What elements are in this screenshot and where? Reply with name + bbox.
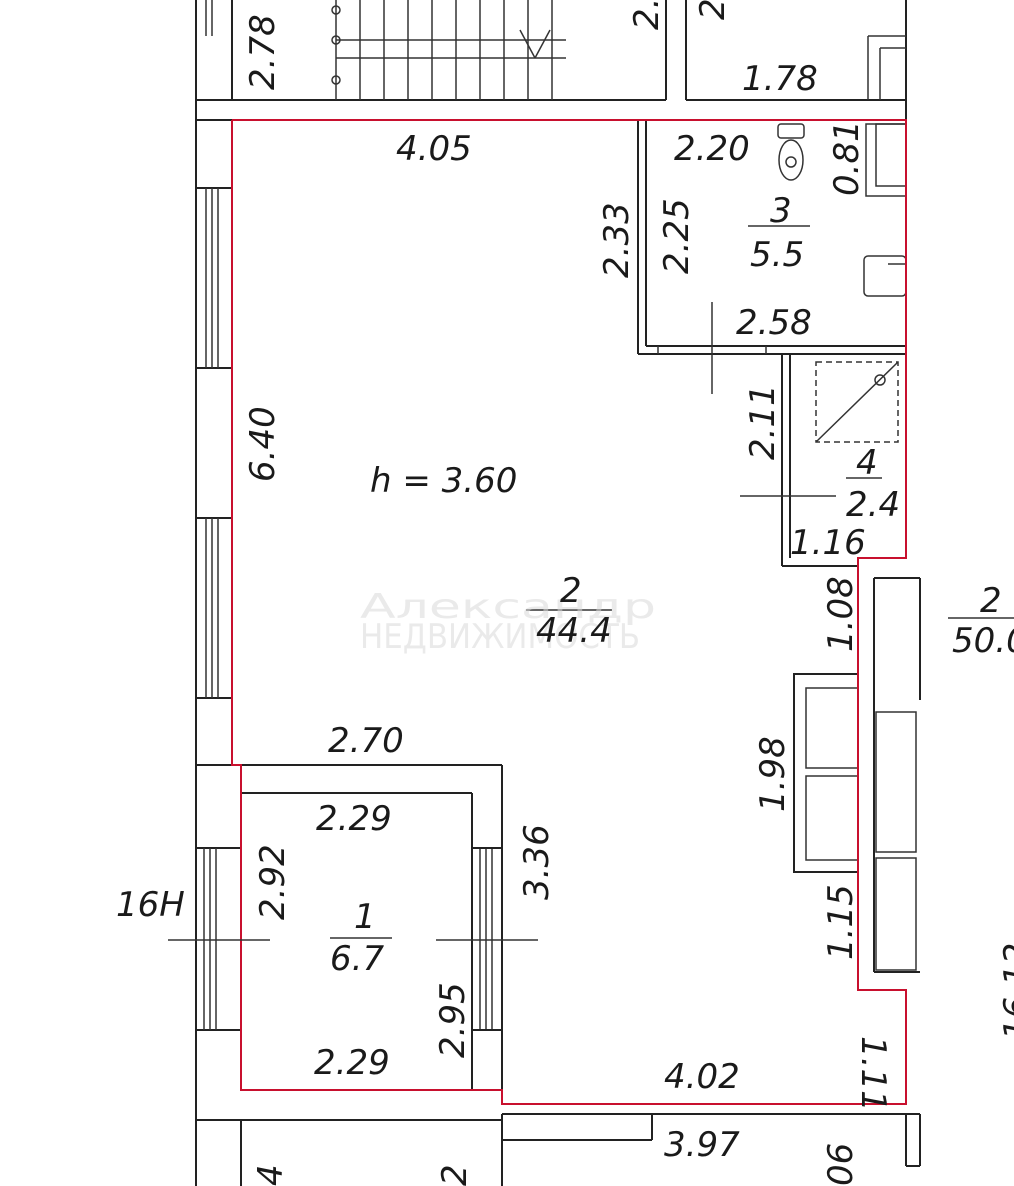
- watermark: Александр НЕДВИЖИМОСТЬ: [360, 587, 656, 657]
- top-room-stairs: [232, 0, 667, 101]
- height-label: h = 3.60: [370, 461, 517, 501]
- window-left-top: [205, 0, 213, 36]
- unit-outline: [231, 119, 907, 1105]
- dim-1-16: 1.16: [790, 523, 866, 563]
- dim-6-40: 6.40: [243, 406, 283, 482]
- axis-label: 16Н: [116, 885, 185, 925]
- dim-2-92: 2.92: [253, 844, 293, 920]
- dim-1-98: 1.98: [753, 736, 793, 812]
- dim-1-08: 1.08: [821, 576, 861, 652]
- dim-1-78: 1.78: [742, 59, 818, 99]
- top-room-right: [685, 0, 907, 120]
- section-marks: [168, 225, 1014, 941]
- shower-tray-icon: [815, 361, 899, 443]
- sink-icon: [863, 255, 907, 297]
- dim-2-78: 2.78: [243, 14, 283, 90]
- dim-bottom-06: 06: [821, 1143, 861, 1186]
- toilet-icon: [777, 123, 805, 181]
- dim-top-partial-a: 2.: [627, 0, 667, 30]
- dim-3-97: 3.97: [664, 1125, 740, 1165]
- room-number: 4: [856, 443, 878, 483]
- watermark-brand: Александр: [360, 587, 656, 627]
- watermark-sub: НЕДВИЖИМОСТЬ: [360, 617, 640, 657]
- room-area: 6.7: [330, 939, 384, 979]
- dim-bottom-4: 4: [251, 1164, 291, 1186]
- room-label-2: 2 44.4: [536, 571, 612, 651]
- dim-3-36: 3.36: [517, 824, 557, 900]
- room-number: 2: [980, 581, 1002, 621]
- window-room1-right: [472, 847, 502, 1031]
- room-label-4: 4 2.4: [846, 443, 900, 525]
- dim-top-partial-b: 2: [693, 0, 733, 20]
- window-left-3: [203, 848, 217, 1030]
- room-label-2-adjacent: 2 50.0: [952, 581, 1014, 661]
- dim-16-12: 16.12: [997, 943, 1014, 1040]
- dim-2-11: 2.11: [743, 384, 783, 460]
- dim-2-33: 2.33: [597, 202, 637, 278]
- dim-2-25: 2.25: [657, 198, 697, 274]
- dim-bottom-2: 2: [435, 1164, 475, 1186]
- dim-2-29-bottom: 2.29: [314, 1043, 390, 1083]
- dim-2-95: 2.95: [433, 982, 473, 1058]
- bathtub-icon: [865, 123, 907, 197]
- dim-1-15: 1.15: [821, 884, 861, 960]
- dim-1-11: 1.11: [853, 1036, 893, 1112]
- dim-2-29-top: 2.29: [316, 799, 392, 839]
- dim-2-58: 2.58: [736, 303, 812, 343]
- window-left-1: [205, 188, 219, 368]
- dim-4-02: 4.02: [664, 1057, 740, 1097]
- room-label-3: 3 5.5: [750, 191, 804, 275]
- dim-0-81: 0.81: [827, 120, 867, 196]
- room-area: 2.4: [846, 485, 900, 525]
- dim-2-20: 2.20: [674, 129, 750, 169]
- room-number: 1: [354, 897, 376, 937]
- room-number: 2: [560, 571, 582, 611]
- room-number: 3: [770, 191, 792, 231]
- dim-2-70: 2.70: [328, 721, 404, 761]
- window-left-2: [205, 518, 219, 698]
- room-area: 50.0: [952, 621, 1014, 661]
- dim-4-05: 4.05: [396, 129, 472, 169]
- room-label-1: 1 6.7: [330, 897, 384, 979]
- room-area: 44.4: [536, 611, 612, 651]
- room-area: 5.5: [750, 235, 804, 275]
